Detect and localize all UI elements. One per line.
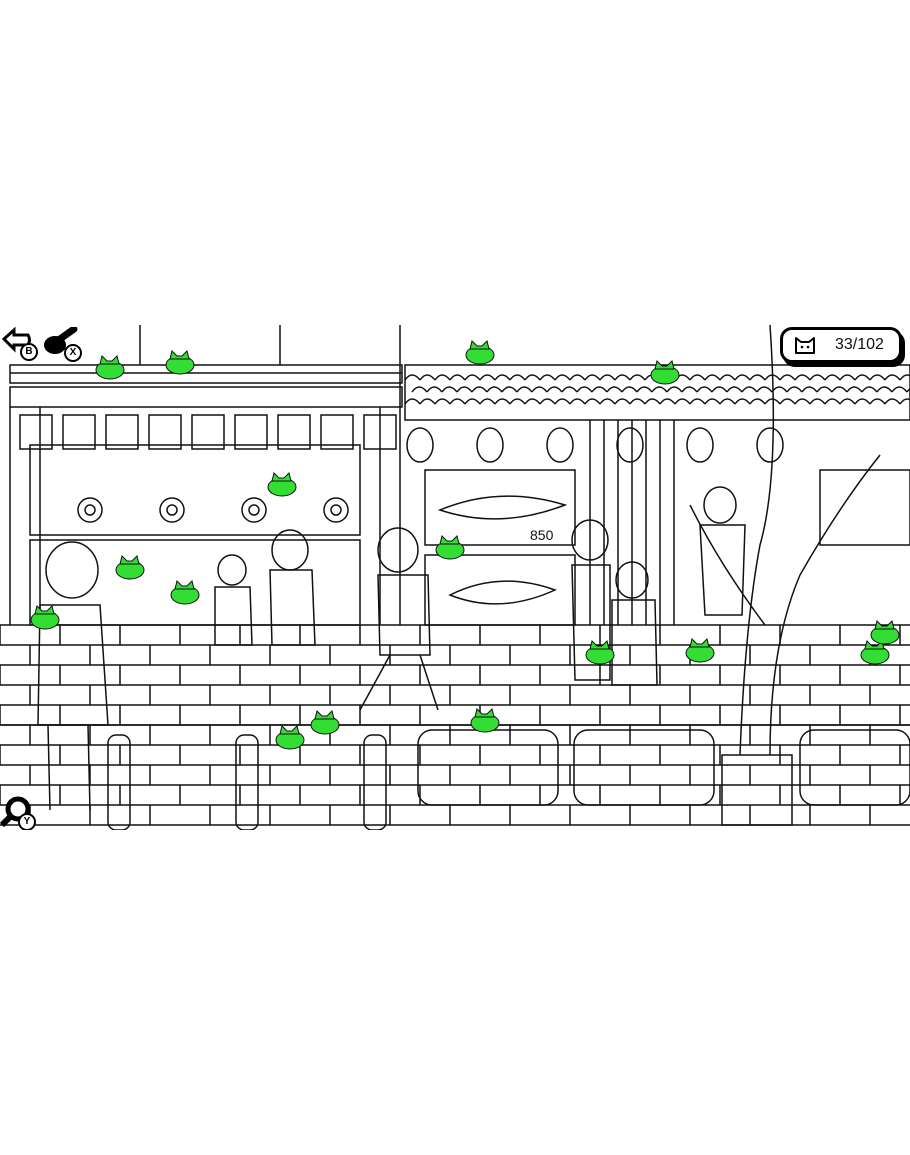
price-sign: 850 xyxy=(530,527,554,543)
stall-flag xyxy=(62,414,96,450)
hint-button[interactable]: X xyxy=(42,327,82,362)
cat-face-icon xyxy=(795,337,815,354)
lantern xyxy=(476,427,504,463)
stall-flag xyxy=(320,414,354,450)
found-cat-ears xyxy=(174,580,195,590)
lantern xyxy=(546,427,574,463)
hedges xyxy=(417,729,910,806)
target xyxy=(77,497,103,523)
target-center xyxy=(84,504,96,516)
bollards xyxy=(107,734,387,830)
street-scene-illustration[interactable]: 850 xyxy=(0,325,910,830)
found-cat-ears xyxy=(874,620,895,630)
found-cat-ears xyxy=(474,708,495,718)
target xyxy=(159,497,185,523)
stall-flag xyxy=(277,414,311,450)
stall-flag xyxy=(234,414,268,450)
back-button[interactable]: B xyxy=(2,327,38,361)
lantern xyxy=(406,427,434,463)
found-cat-ears xyxy=(689,638,710,648)
target xyxy=(241,497,267,523)
key-badge-x: X xyxy=(64,344,82,362)
lantern xyxy=(756,427,784,463)
stall-flag xyxy=(19,414,53,450)
fish-shop: 850 xyxy=(404,364,910,626)
pavement xyxy=(0,624,910,826)
key-badge-b: B xyxy=(20,343,38,361)
found-count: 33/102 xyxy=(835,336,884,353)
lantern xyxy=(616,427,644,463)
found-cat-ears xyxy=(654,360,675,370)
found-cat-ears xyxy=(119,555,140,565)
cats-found-counter: 33/102 xyxy=(780,327,902,363)
key-badge-y: Y xyxy=(18,813,36,830)
target-center xyxy=(166,504,178,516)
found-cat-ears xyxy=(34,605,55,615)
stall-flag xyxy=(105,414,139,450)
found-cat-ears xyxy=(314,710,335,720)
hint-magnifier-icon xyxy=(44,327,78,354)
zoom-button[interactable]: Y xyxy=(0,795,38,830)
found-cat-ears xyxy=(589,640,610,650)
game-scene[interactable]: 850 B X xyxy=(0,325,910,830)
found-cat-ears xyxy=(439,535,460,545)
shooting-gallery-stall xyxy=(9,325,403,626)
target-center xyxy=(248,504,260,516)
stall-flag xyxy=(148,414,182,450)
lantern xyxy=(686,427,714,463)
found-cat-ears xyxy=(271,472,292,482)
found-cat-ears xyxy=(169,350,190,360)
found-cat-ears xyxy=(469,340,490,350)
tree xyxy=(689,325,881,826)
stall-flag xyxy=(191,414,225,450)
found-cat-ears xyxy=(99,355,120,365)
target xyxy=(323,497,349,523)
found-cat-ears xyxy=(864,640,885,650)
target-center xyxy=(330,504,342,516)
found-cat-ears xyxy=(279,725,300,735)
